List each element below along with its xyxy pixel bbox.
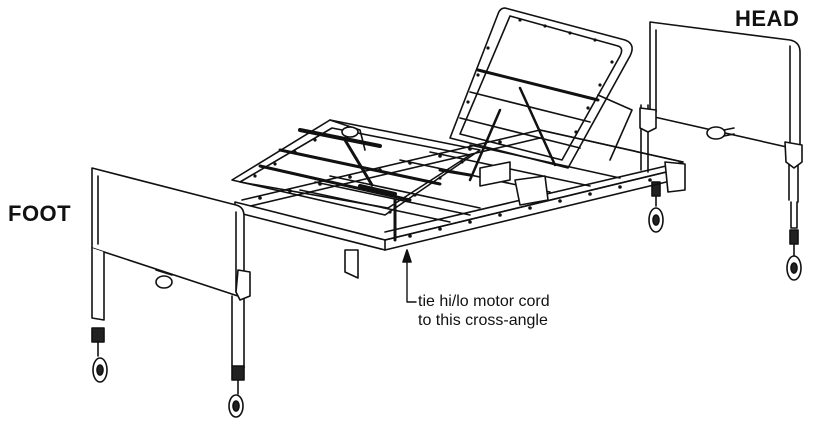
head-section-frame xyxy=(449,7,633,182)
caster-wheel xyxy=(91,327,108,383)
caster-wheel xyxy=(786,229,802,281)
knee-section-frame xyxy=(231,119,481,216)
callout-line-2: to this cross-angle xyxy=(418,312,548,329)
foot-label: FOOT xyxy=(8,201,72,226)
caster-wheel xyxy=(648,181,664,233)
footboard-panel xyxy=(91,167,251,369)
headboard-panel xyxy=(639,21,803,229)
callout-line-1: tie hi/lo motor cord xyxy=(418,293,550,310)
bed-frame xyxy=(234,129,686,279)
head-label: HEAD xyxy=(735,6,800,31)
caster-wheel xyxy=(228,365,245,418)
callout-leader xyxy=(402,249,417,303)
motor-cord-callout: tie hi/lo motor cord to this cross-angle xyxy=(418,292,550,330)
